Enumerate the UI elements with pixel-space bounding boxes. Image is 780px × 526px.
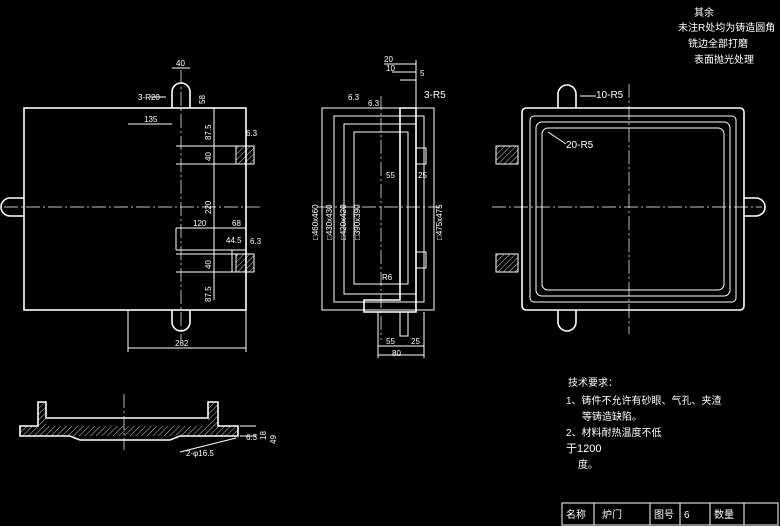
dim-sec-55-top: 55	[386, 171, 395, 180]
front-outline	[23, 107, 247, 311]
dim-sec-r5: 3-R5	[424, 90, 446, 101]
dim-sq-420: □420x420	[339, 204, 348, 240]
dim-slot-width-2: 40	[204, 260, 213, 269]
dim-slot-height-1: 87.5	[204, 124, 213, 140]
rough-bottom: 6.3	[246, 433, 258, 442]
dim-bottom-18: 18	[259, 431, 268, 440]
rough-2: 6.3	[250, 237, 262, 246]
top-view: 10-R5 20-R5	[492, 84, 766, 334]
dim-bottom-49: 49	[269, 435, 278, 444]
rough-1: 6.3	[246, 129, 258, 138]
dim-total-height: 220	[204, 200, 213, 214]
tech-item-1a: 1、铸件不允许有砂眼、气孔、夹渣	[566, 394, 722, 407]
dim-top-width: 40	[176, 59, 185, 68]
rough-sec-a: 6.3	[348, 93, 360, 102]
tech-item-1b: 等铸造缺陷。	[582, 410, 642, 423]
dim-mid-68: 68	[232, 219, 241, 228]
dim-sec-25: 25	[418, 171, 427, 180]
dim-sec-80: 80	[392, 349, 401, 358]
title-drawing-no-value: 6	[684, 510, 690, 521]
dim-sq-460: □460x460	[311, 204, 320, 240]
tech-requirements: 技术要求： 1、铸件不允许有砂眼、气孔、夹渣 等铸造缺陷。 2、材料耐热温度不低…	[566, 376, 722, 471]
dim-sec-top-10: 10	[386, 64, 395, 73]
dim-mid-44: 44.5	[226, 236, 242, 245]
note-line-4: 表面抛光处理	[694, 53, 754, 66]
dim-mid-width: 120	[193, 219, 207, 228]
left-lug	[0, 197, 24, 217]
note-line-3: 铣边全部打磨	[688, 37, 748, 50]
title-drawing-no-label: 图号	[654, 509, 674, 521]
dim-top-radius: 3-R20	[138, 93, 160, 102]
front-view: 40 3-R20 58 135 87.5 40 220 120 68 44.5 …	[0, 59, 262, 352]
dim-sec-top-20: 20	[384, 55, 393, 64]
dim-sq-430: □430x430	[325, 204, 334, 240]
dim-slot-height-2: 87.5	[204, 286, 213, 302]
bottom-section-view: 2-φ16.5 49 18 6.3	[19, 394, 278, 458]
tech-item-2b: 于1200	[566, 443, 601, 455]
dim-top-outer-radius: 10-R5	[596, 90, 624, 101]
title-name-label: 名称	[566, 508, 586, 521]
top-outer	[521, 107, 745, 311]
dim-sec-55-bot: 55	[386, 337, 395, 346]
note-line-2: 未注R处均为铸造圆角	[678, 21, 775, 34]
dim-sq-475: □475x475	[435, 204, 444, 240]
tech-title: 技术要求：	[568, 376, 618, 389]
dim-r6: R6	[382, 273, 393, 282]
dim-top-inner-radius: 20-R5	[566, 140, 594, 151]
dim-holes: 2-φ16.5	[186, 449, 214, 458]
tech-item-2c: 度。	[578, 458, 598, 471]
note-line-1: 其余	[694, 6, 714, 19]
dim-left-offset: 135	[144, 115, 158, 124]
dim-bottom-width: 282	[175, 339, 189, 348]
notes-top-right: 其余 未注R处均为铸造圆角 铣边全部打磨 表面抛光处理	[678, 6, 775, 66]
title-qty-label: 数量	[714, 508, 734, 521]
rough-sec-b: 6.3	[368, 99, 380, 108]
dim-top-height: 58	[198, 95, 207, 104]
tech-item-2a: 2、材料耐热温度不低	[566, 426, 662, 439]
dim-sq-390: □390x390	[353, 204, 362, 240]
dim-sec-25b: 25	[411, 337, 420, 346]
section-view: 20 10 5 3-R5 6.3 6.3 55 25 □460x460 □430…	[311, 55, 446, 358]
title-name-value: 炉门	[602, 508, 622, 521]
dim-sec-top-5: 5	[420, 69, 425, 78]
title-block: 名称 炉门 图号 6 数量	[561, 502, 779, 526]
dim-slot-width-1: 40	[204, 152, 213, 161]
